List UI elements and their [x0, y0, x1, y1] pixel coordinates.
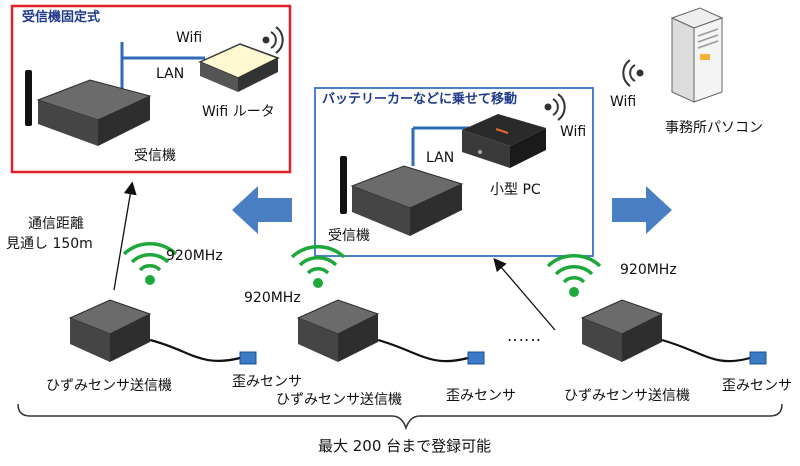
signal-arrow-to-fixed — [113, 181, 137, 291]
pc-signal-icon — [544, 93, 566, 121]
office-signal-icon — [622, 59, 644, 87]
fixed-receiver-title: 受信機固定式 — [22, 10, 101, 25]
mobile-receiver-box — [314, 87, 594, 257]
transmitter-label-3: ひずみセンサ送信機 — [564, 388, 690, 404]
router-signal-icon — [262, 26, 284, 54]
fixed-receiver-label: 受信機 — [134, 148, 176, 164]
frequency-label-3: 920MHz — [620, 262, 677, 278]
right-arrow-icon — [612, 186, 672, 234]
group-brace — [17, 403, 783, 431]
signal-arrow-to-mobile — [493, 258, 556, 331]
router-label: Wifi ルータ — [202, 104, 275, 120]
sensor-label-2: 歪みセンサ — [446, 388, 516, 404]
frequency-label-2: 920MHz — [244, 290, 301, 306]
fixed-receiver-device — [25, 70, 152, 146]
left-arrow-icon — [232, 186, 292, 234]
small-pc-icon — [462, 114, 546, 168]
transmitter-device — [68, 299, 152, 362]
mobile-wifi-label: Wifi — [560, 124, 587, 140]
sensor-cable — [661, 338, 751, 363]
mobile-lan-label: LAN — [426, 150, 455, 166]
office-pc-label: 事務所パソコン — [665, 120, 763, 136]
transmitter-device — [580, 299, 664, 362]
transmitter-signal-icon — [546, 253, 602, 297]
transmitter-label-1: ひずみセンサ送信機 — [46, 378, 172, 394]
server-pc-icon — [670, 7, 724, 103]
sensor-cable — [377, 338, 469, 363]
transmitter-label-2: ひずみセンサ送信機 — [276, 392, 402, 408]
transmitter-device — [296, 299, 380, 362]
mobile-receiver-device — [340, 156, 464, 236]
antenna-icon — [25, 70, 32, 126]
mobile-lan-line — [411, 126, 470, 166]
fixed-lan-label: LAN — [156, 66, 185, 82]
range-note-line2: 見通し 150m — [6, 236, 93, 252]
range-note-line1: 通信距離 — [28, 216, 84, 232]
mobile-receiver-label: 受信機 — [328, 228, 370, 244]
transmitter-signal-icon — [290, 244, 346, 288]
fixed-wifi-label: Wifi — [176, 30, 203, 46]
transmitter-signal-icon — [122, 241, 178, 285]
mobile-receiver-title: バッテリーカーなどに乗せて移動 — [322, 92, 518, 107]
office-wifi-label: Wifi — [610, 94, 637, 110]
frequency-label-1: 920MHz — [166, 248, 223, 264]
wifi-router-icon — [198, 43, 280, 92]
strain-sensor-icon — [749, 351, 767, 365]
sensor-label-1: 歪みセンサ — [232, 374, 302, 390]
sensor-cable — [149, 338, 241, 362]
strain-sensor-icon — [467, 351, 485, 365]
antenna-icon — [340, 156, 347, 214]
small-pc-label: 小型 PC — [490, 182, 541, 198]
ellipsis: ‥‥‥ — [507, 326, 543, 345]
bottom-caption: 最大 200 台まで登録可能 — [318, 437, 492, 455]
strain-sensor-icon — [239, 351, 257, 365]
sensor-label-3: 歪みセンサ — [722, 378, 792, 394]
